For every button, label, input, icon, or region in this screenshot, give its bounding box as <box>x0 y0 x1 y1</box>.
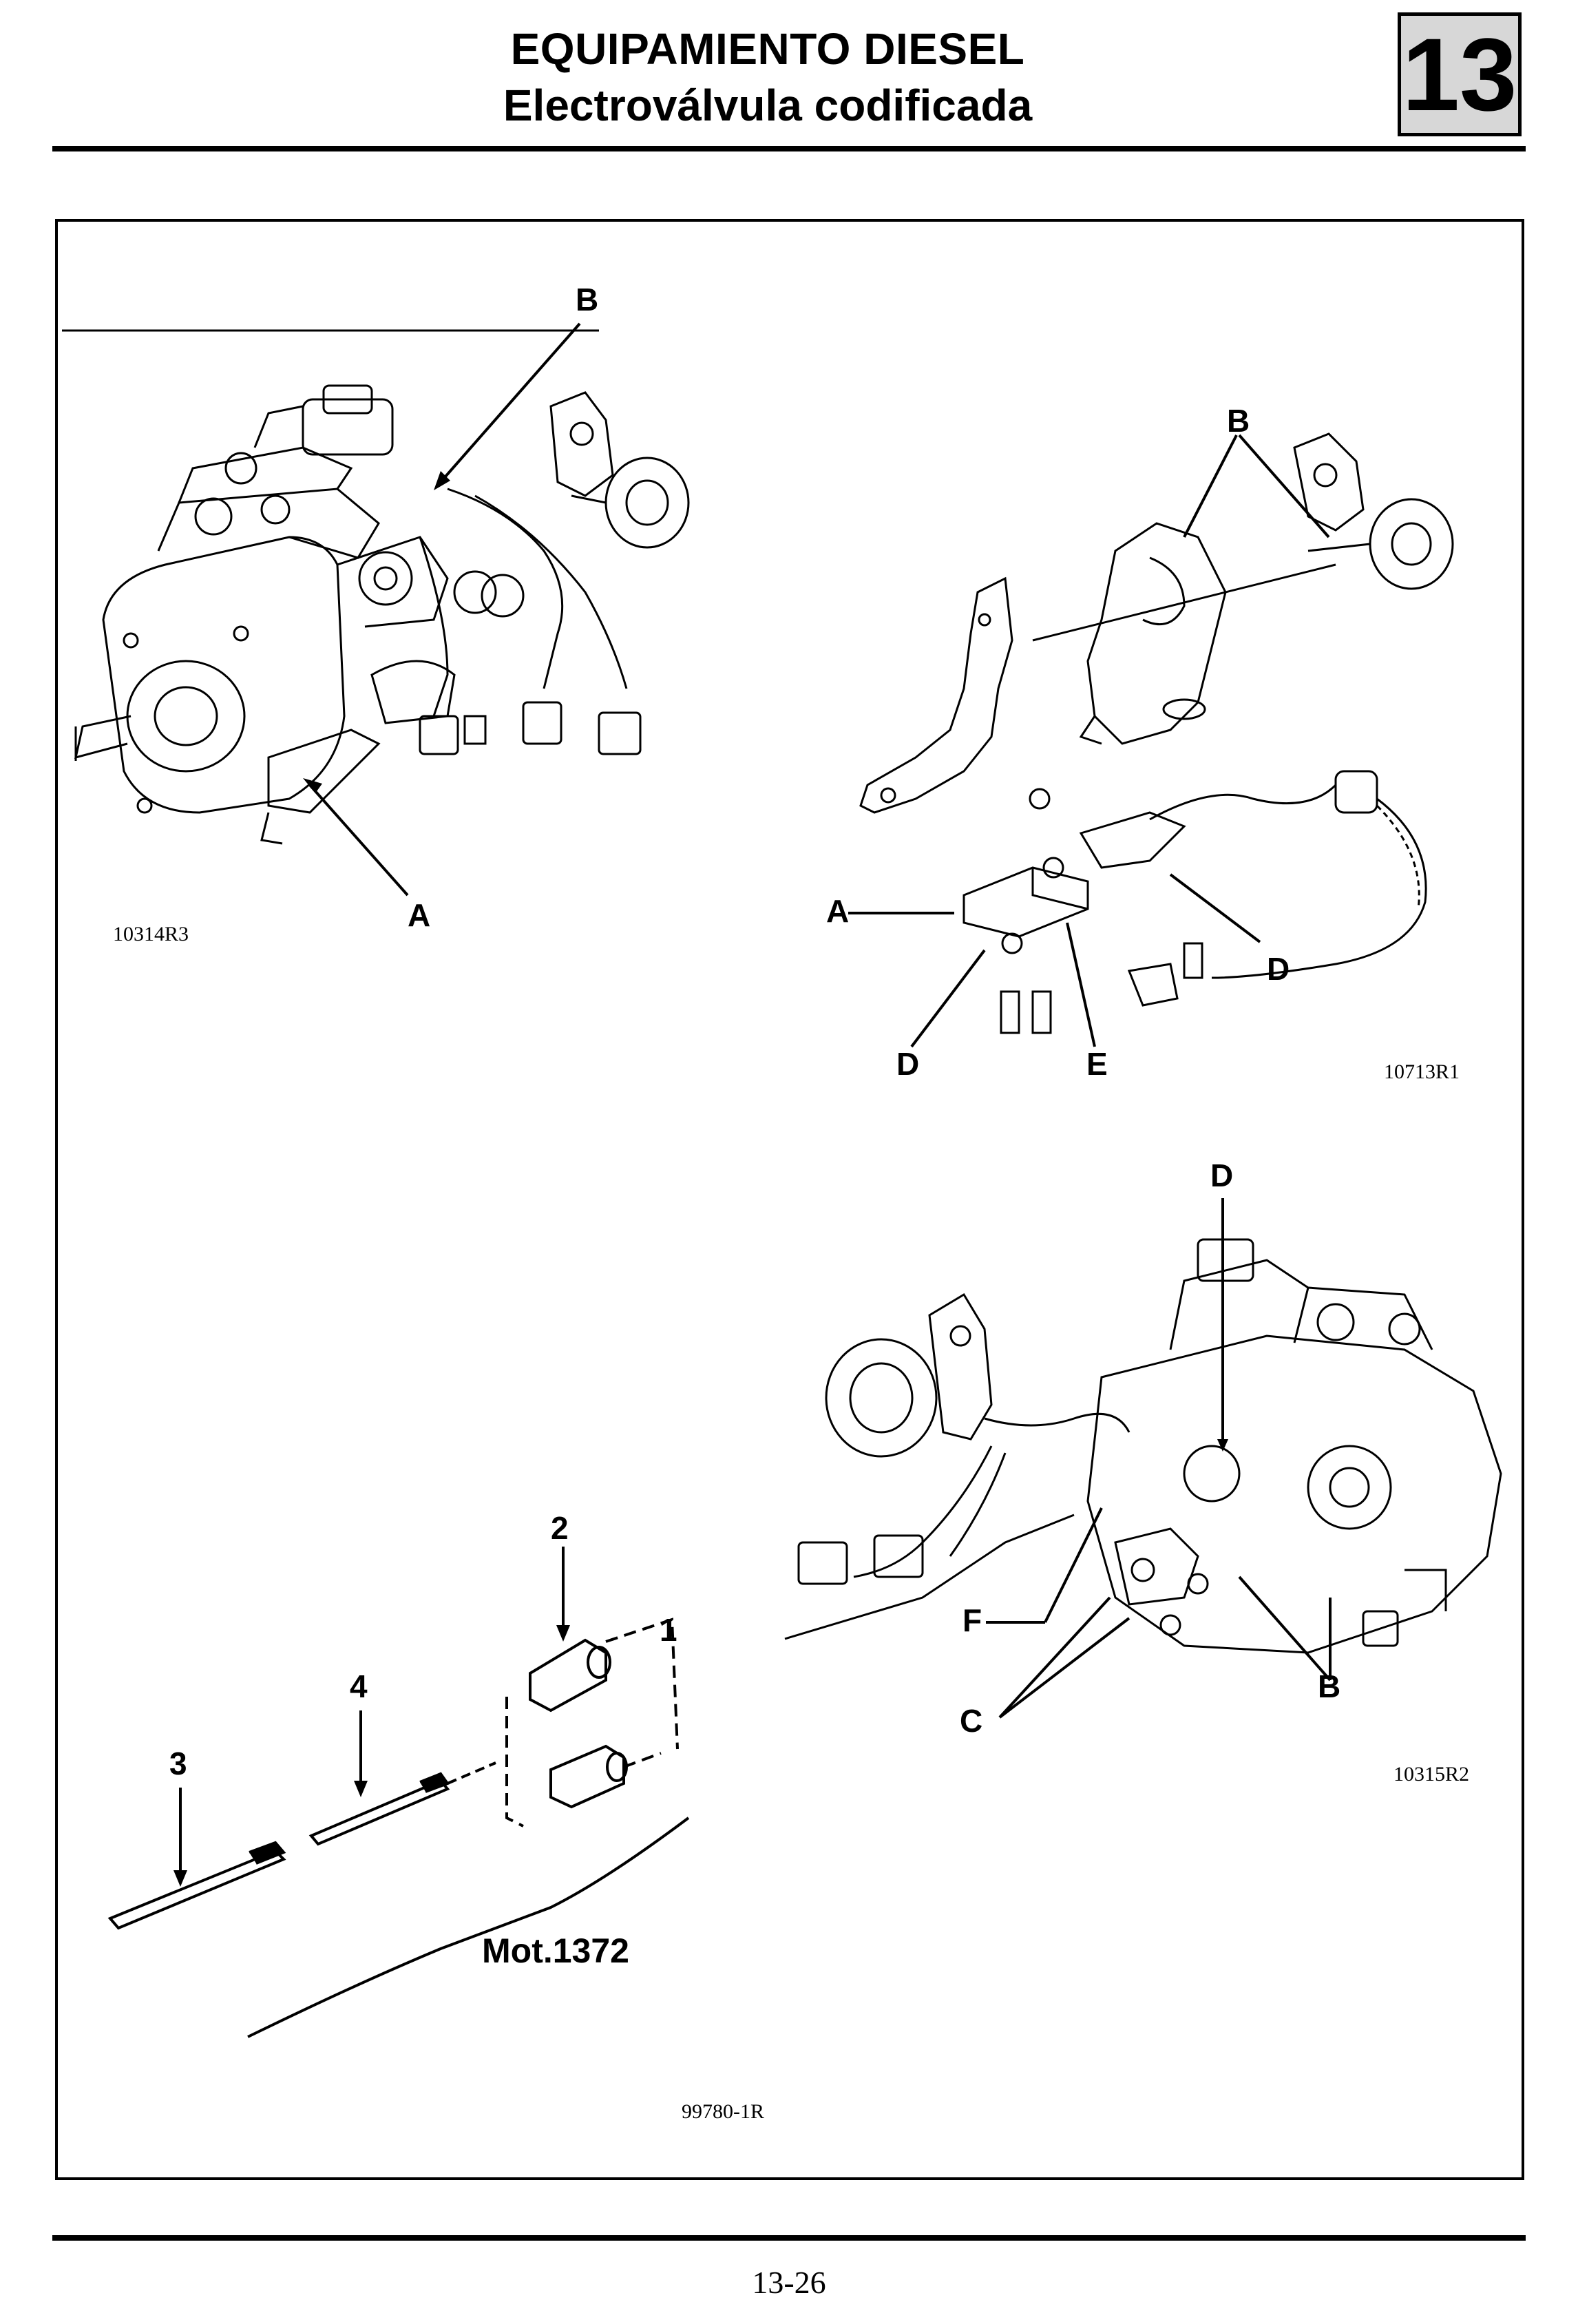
footer-rule <box>52 2235 1526 2241</box>
tool-name-label: Mot.1372 <box>482 1932 629 1970</box>
figure2-callout-a: A <box>826 893 850 929</box>
figure2-callout-b: B <box>1227 403 1250 439</box>
figure1-callout-a: A <box>408 897 431 933</box>
figure1-callout-b: B <box>576 282 599 317</box>
chapter-number-box: 13 <box>1398 12 1522 136</box>
figure2-callout-d-bottom: D <box>896 1046 920 1082</box>
tool-part-1-label: 1 <box>660 1612 677 1648</box>
figure3-callout-b: B <box>1318 1668 1341 1704</box>
figure2-callout-d-right: D <box>1267 951 1290 987</box>
figure-frame <box>55 219 1524 2180</box>
header-title: EQUIPAMIENTO DIESEL <box>510 24 1025 74</box>
page-number: 13-26 <box>752 2265 826 2300</box>
tool-part-2-label: 2 <box>551 1510 569 1546</box>
figure3-callout-c: C <box>960 1703 983 1739</box>
injection-pump-illustration <box>62 331 723 923</box>
header-rule <box>52 146 1526 151</box>
figure4-code: 99780-1R <box>682 2100 764 2123</box>
figure2-code: 10713R1 <box>1384 1060 1460 1083</box>
tool-part-3-label: 3 <box>169 1746 187 1781</box>
figure3-callout-f: F <box>962 1602 982 1638</box>
chapter-number: 13 <box>1402 16 1517 132</box>
figure3-callout-d: D <box>1210 1158 1234 1193</box>
installed-pump-illustration <box>785 1212 1508 1735</box>
header-subtitle: Electroválvula codificada <box>503 81 1033 130</box>
tool-part-4-label: 4 <box>350 1668 368 1704</box>
figure1-code: 10314R3 <box>113 923 189 945</box>
figure2-callout-e: E <box>1086 1046 1108 1082</box>
coded-solenoid-bracket-illustration <box>826 413 1487 1047</box>
figure3-code: 10315R2 <box>1393 1763 1470 1786</box>
